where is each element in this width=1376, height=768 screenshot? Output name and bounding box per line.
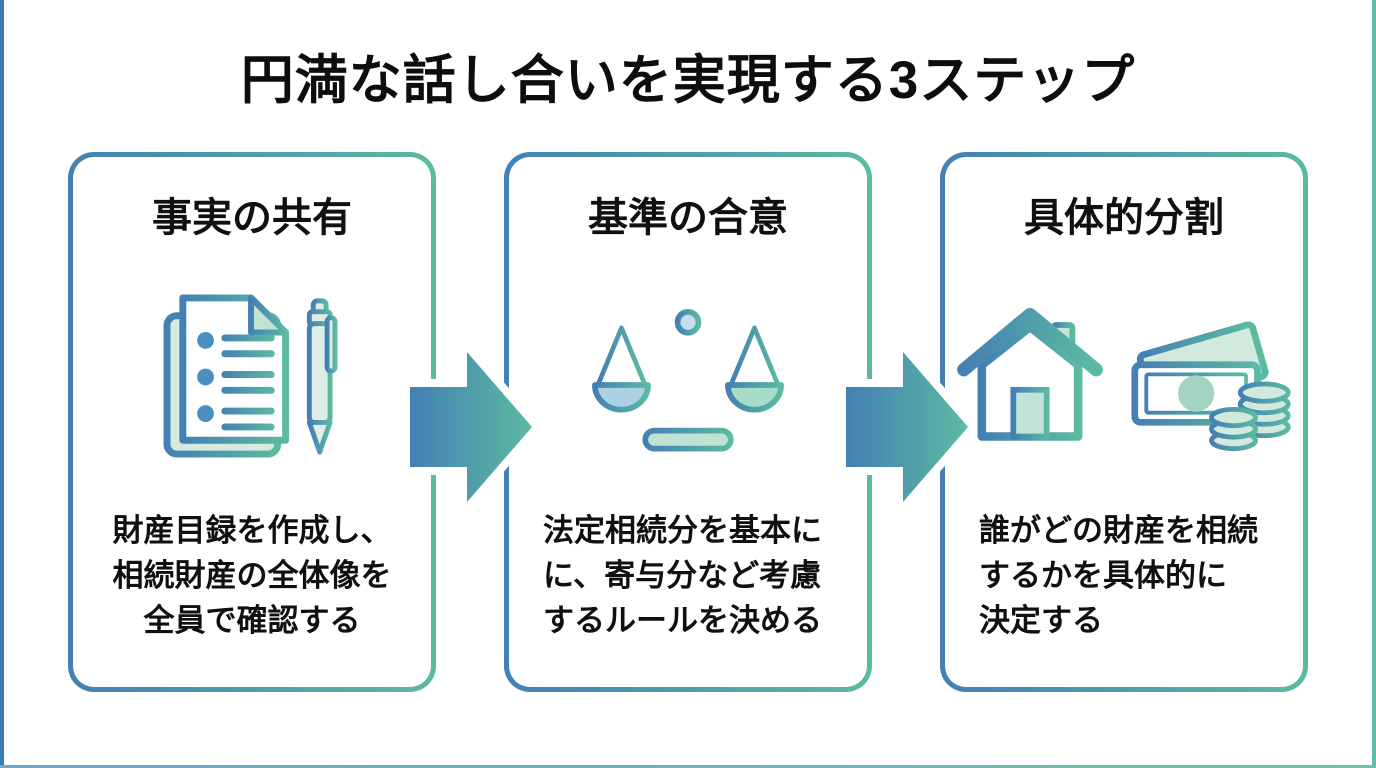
house-icon (956, 307, 1103, 441)
step-icon-box (73, 243, 431, 508)
step-card-concrete-division: 具体的分割 (940, 152, 1308, 692)
balance-scale-icon (592, 294, 784, 452)
step-heading: 事実の共有 (152, 196, 352, 240)
bottom-frame-border (0, 765, 1376, 768)
step-icon-box (945, 243, 1303, 508)
step-card-criteria-agreement: 基準の合意 (504, 152, 872, 692)
step-heading: 具体的分割 (1024, 196, 1224, 240)
arrow-right-icon (838, 344, 976, 510)
pen-icon (306, 297, 338, 455)
step-description: 法定相続分を基本に に、寄与分など考慮 するルールを決める (543, 513, 822, 638)
step-heading: 基準の合意 (588, 196, 788, 240)
document-checklist-icon (163, 293, 338, 458)
step-icon-box (509, 243, 867, 508)
step-card-fact-sharing: 事実の共有 (68, 152, 436, 692)
left-frame-border (0, 0, 4, 768)
money-icon (1130, 320, 1291, 451)
right-frame-border (1372, 0, 1376, 768)
step-description: 財産目録を作成し、 相続財産の全体像を 全員で確認する (112, 513, 392, 638)
page-title: 円満な話し合いを実現する3ステップ (240, 51, 1136, 110)
step-card-inner: 基準の合意 (509, 157, 867, 687)
arrow-right-icon (402, 344, 540, 510)
step-card-inner: 事実の共有 (73, 157, 431, 687)
step-description: 誰がどの財産を相続 するかを具体的に 決定する (979, 513, 1258, 638)
step-card-inner: 具体的分割 (945, 157, 1303, 687)
